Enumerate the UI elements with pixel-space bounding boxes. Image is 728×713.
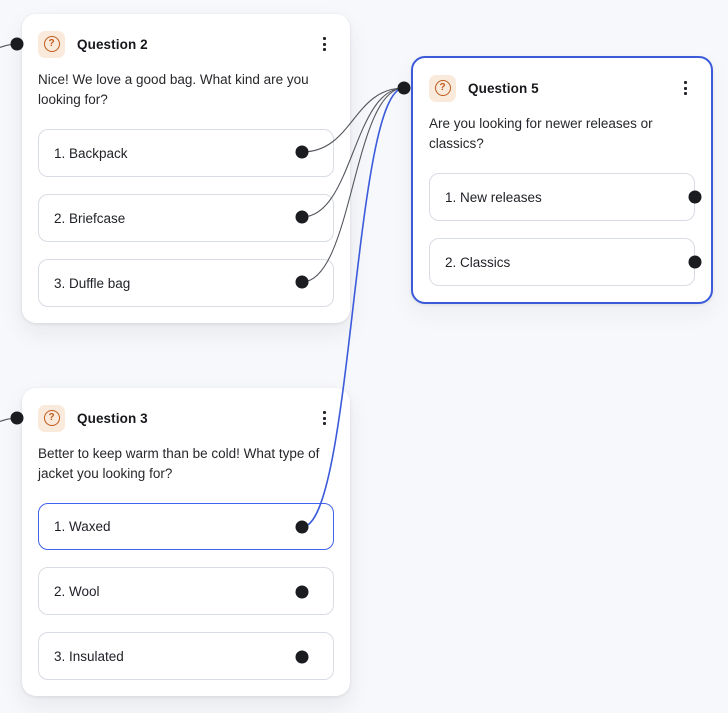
node-title: Question 2: [77, 36, 148, 52]
option-duffle-bag[interactable]: 3. Duffle bag: [38, 259, 334, 307]
question-text: Are you looking for newer releases or cl…: [429, 116, 653, 151]
option-waxed[interactable]: 1. Waxed: [38, 503, 334, 550]
node-menu-button[interactable]: [314, 32, 334, 56]
question-glyph: ?: [43, 36, 60, 52]
node-question-5[interactable]: ? Question 5 Are you looking for newer r…: [411, 56, 713, 304]
question-mark-circle-icon: ?: [38, 30, 65, 58]
option-wool[interactable]: 2. Wool: [38, 567, 334, 615]
node-question-2[interactable]: ? Question 2 Nice! We love a good bag. W…: [22, 14, 350, 323]
edge-into-question-2[interactable]: [0, 43, 18, 54]
option-classics[interactable]: 2. Classics: [429, 238, 695, 286]
handle-target-question-5[interactable]: [397, 81, 411, 95]
option-backpack[interactable]: 1. Backpack: [38, 129, 334, 177]
edge-into-question-3[interactable]: [0, 417, 18, 428]
node-header: ? Question 2: [38, 30, 334, 58]
question-glyph: ?: [43, 410, 60, 426]
node-title: Question 3: [77, 410, 148, 426]
node-title: Question 5: [468, 80, 539, 96]
option-insulated[interactable]: 3. Insulated: [38, 632, 334, 680]
question-mark-circle-icon: ?: [38, 404, 65, 432]
question-text: Nice! We love a good bag. What kind are …: [38, 72, 309, 107]
node-header: ? Question 5: [429, 74, 695, 102]
question-mark-circle-icon: ?: [429, 74, 456, 102]
node-menu-button[interactable]: [314, 406, 334, 430]
node-question-3[interactable]: ? Question 3 Better to keep warm than be…: [22, 388, 350, 696]
node-menu-button[interactable]: [675, 76, 695, 100]
node-header: ? Question 3: [38, 404, 334, 432]
option-briefcase[interactable]: 2. Briefcase: [38, 194, 334, 242]
question-text: Better to keep warm than be cold! What t…: [38, 446, 320, 481]
option-new-releases[interactable]: 1. New releases: [429, 173, 695, 221]
question-glyph: ?: [434, 80, 451, 96]
